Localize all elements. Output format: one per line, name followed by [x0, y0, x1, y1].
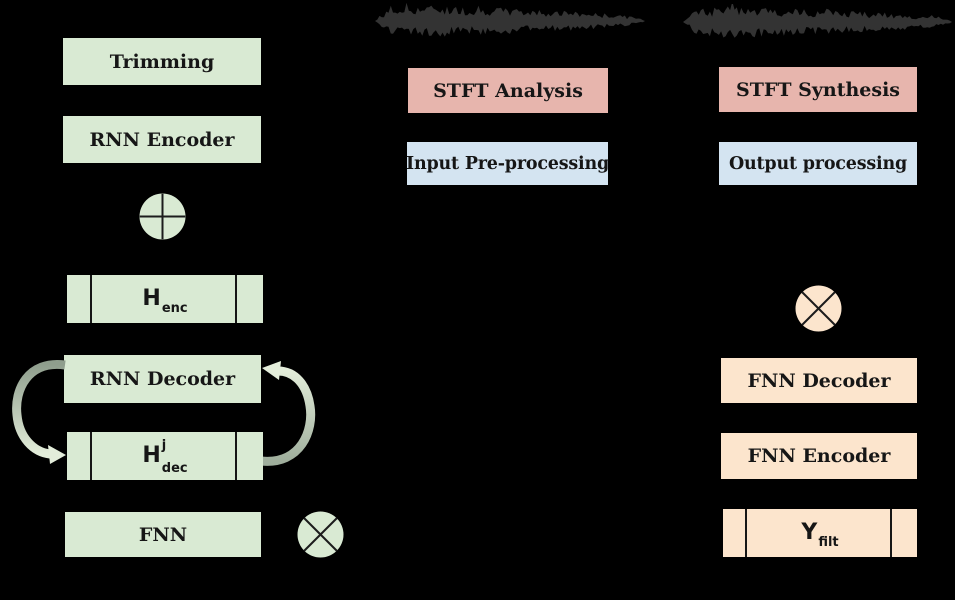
- tensor-divider: [745, 509, 747, 557]
- adder-icon: [139, 193, 186, 240]
- h-dec-tensor-block: H j dec: [67, 432, 263, 480]
- recurrence-arrow-right-icon: [260, 361, 316, 466]
- tensor-divider: [235, 432, 237, 480]
- stft-analysis-label: STFT Analysis: [433, 79, 583, 102]
- rnn-decoder-block: RNN Decoder: [64, 355, 261, 403]
- trimming-block: Trimming: [63, 38, 261, 85]
- input-preprocessing-label: Input Pre-processing: [405, 153, 610, 174]
- rnn-decoder-label: RNN Decoder: [89, 368, 236, 390]
- stft-synthesis-block: STFT Synthesis: [719, 67, 917, 112]
- output-waveform-icon: [683, 4, 952, 38]
- rnn-encoder-block: RNN Encoder: [63, 116, 261, 163]
- fnn-decoder-block: FNN Decoder: [721, 358, 917, 403]
- rnn-encoder-label: RNN Encoder: [89, 128, 235, 151]
- fnn-label: FNN: [138, 523, 188, 546]
- tensor-divider: [90, 432, 92, 480]
- fnn-decoder-label: FNN Decoder: [747, 369, 891, 392]
- recurrence-arrow-left-icon: [12, 360, 66, 464]
- output-processing-label: Output processing: [728, 153, 908, 174]
- input-preprocessing-block: Input Pre-processing: [405, 142, 610, 185]
- tensor-divider: [90, 275, 92, 323]
- input-waveform-icon: [375, 3, 645, 37]
- stft-synthesis-label: STFT Synthesis: [736, 78, 900, 101]
- multiplier-icon-peach: [795, 285, 842, 332]
- multiplier-icon-green: [297, 511, 344, 558]
- output-processing-block: Output processing: [719, 142, 917, 185]
- fnn-encoder-block: FNN Encoder: [721, 433, 917, 479]
- tensor-divider: [235, 275, 237, 323]
- h-dec-label: H j dec: [142, 438, 188, 476]
- trimming-label: Trimming: [109, 50, 215, 73]
- fnn-block: FNN: [65, 512, 261, 557]
- tensor-divider: [890, 509, 892, 557]
- fnn-encoder-label: FNN Encoder: [747, 445, 891, 467]
- stft-analysis-block: STFT Analysis: [408, 68, 608, 113]
